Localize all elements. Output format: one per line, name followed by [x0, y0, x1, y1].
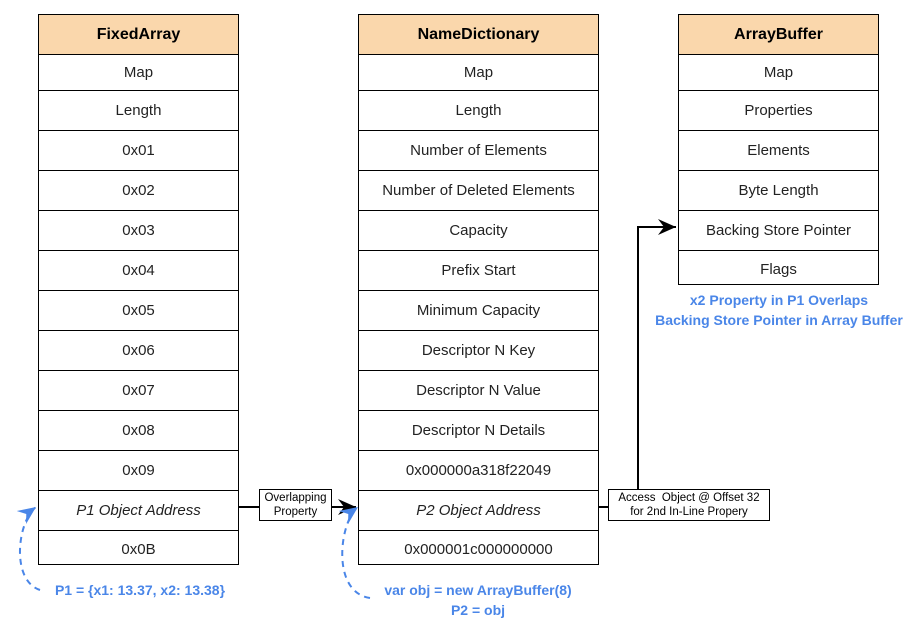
p2-note-line: P2 = obj — [450, 602, 506, 618]
fixed-array-row: Map — [39, 55, 238, 91]
overlapping-label-line: Overlapping — [264, 492, 327, 504]
access-label-line: for 2nd In-Line Propery — [630, 506, 748, 518]
fixed-array-row: 0x08 — [39, 411, 238, 451]
array-buffer-row: Properties — [679, 91, 878, 131]
fixed-array-row: 0x05 — [39, 291, 238, 331]
fixed-array-row: Length — [39, 91, 238, 131]
name-dictionary-row: Prefix Start — [359, 251, 598, 291]
name-dictionary-p2-object-address: P2 Object Address — [359, 491, 598, 531]
array-buffer-table: ArrayBuffer Map Properties Elements Byte… — [678, 14, 879, 285]
fixed-array-row: 0x04 — [39, 251, 238, 291]
name-dictionary-table: NameDictionary Map Length Number of Elem… — [358, 14, 599, 565]
array-buffer-row: Byte Length — [679, 171, 878, 211]
array-buffer-row: Elements — [679, 131, 878, 171]
name-dictionary-row: Capacity — [359, 211, 598, 251]
p1-dashed-curve — [16, 506, 41, 591]
fixed-array-row: 0x0B — [121, 541, 156, 558]
name-dictionary-title: NameDictionary — [359, 15, 598, 55]
fixed-array-table: FixedArray Map Length 0x01 0x02 0x03 0x0… — [38, 14, 239, 565]
fixed-array-title: FixedArray — [39, 15, 238, 55]
fixed-array-row: 0x09 — [39, 451, 238, 491]
name-dictionary-row: Map — [359, 55, 598, 91]
p1-note: P1 = {x1: 13.37, x2: 13.38} — [54, 582, 226, 598]
p2-note: var obj = new ArrayBuffer(8) P2 = obj — [368, 580, 588, 620]
name-dictionary-row: 0x000001c000000000 — [404, 541, 553, 558]
p2-dashed-curve — [338, 506, 371, 599]
fixed-array-row: 0x03 — [39, 211, 238, 251]
array-buffer-title: ArrayBuffer — [679, 15, 878, 55]
array-buffer-row: Map — [679, 55, 878, 91]
fixed-array-row: 0x01 — [39, 131, 238, 171]
p2-note-line: var obj = new ArrayBuffer(8) — [384, 582, 572, 598]
name-dictionary-row: Number of Deleted Elements — [359, 171, 598, 211]
array-buffer-row: Flags — [760, 261, 797, 278]
name-dictionary-row: Descriptor N Details — [359, 411, 598, 451]
name-dictionary-row: Descriptor N Value — [359, 371, 598, 411]
array-buffer-backing-store-pointer: Backing Store Pointer — [679, 211, 878, 251]
name-dictionary-row: 0x000000a318f22049 — [359, 451, 598, 491]
access-arrow — [598, 219, 676, 508]
fixed-array-row: 0x07 — [39, 371, 238, 411]
access-object-label: Access Object @ Offset 32 for 2nd In-Lin… — [608, 489, 770, 521]
name-dictionary-row: Descriptor N Key — [359, 331, 598, 371]
name-dictionary-row: Number of Elements — [359, 131, 598, 171]
overlap-note: x2 Property in P1 Overlaps Backing Store… — [640, 290, 918, 330]
fixed-array-row: 0x06 — [39, 331, 238, 371]
fixed-array-row: 0x02 — [39, 171, 238, 211]
overlapping-property-label: Overlapping Property — [259, 489, 332, 521]
overlap-note-line: Backing Store Pointer in Array Buffer — [655, 312, 903, 328]
access-label-line: Access Object @ Offset 32 — [618, 492, 760, 504]
overlapping-label-line: Property — [273, 506, 318, 518]
fixed-array-p1-object-address: P1 Object Address — [39, 491, 238, 531]
overlap-note-line: x2 Property in P1 Overlaps — [689, 292, 869, 308]
name-dictionary-row: Length — [359, 91, 598, 131]
name-dictionary-row: Minimum Capacity — [359, 291, 598, 331]
